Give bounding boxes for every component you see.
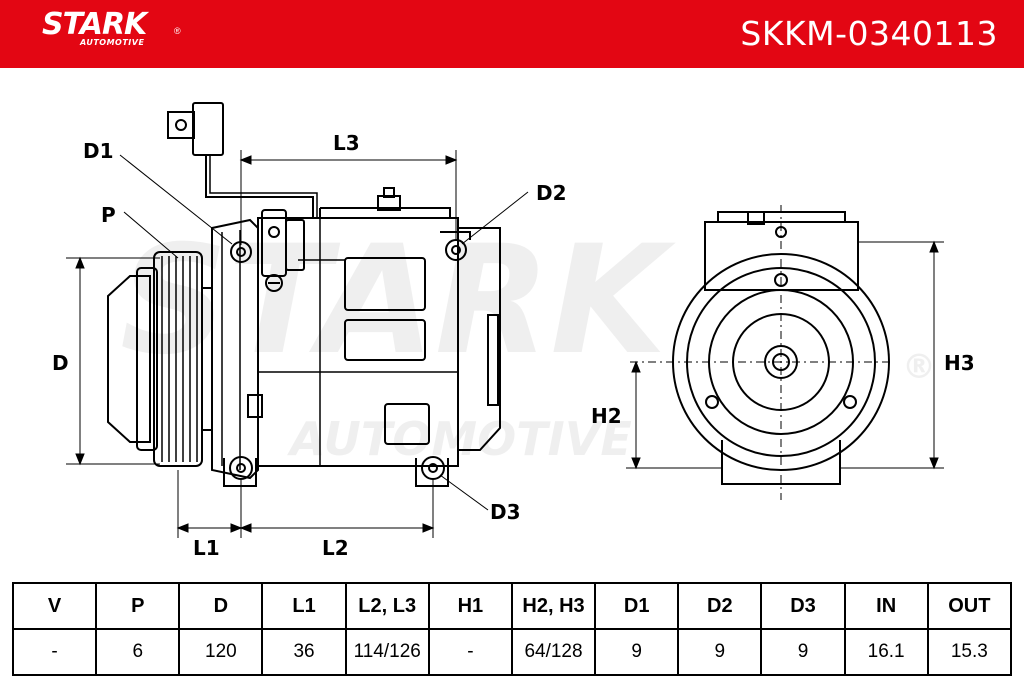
label-d2: D2 [536,181,567,205]
dimension-lines [66,150,944,538]
compressor-side-view [107,102,501,487]
value-cell: 9 [760,628,846,676]
connector-cable [205,155,314,218]
mount-hole-d3 [421,456,445,480]
header-cell: OUT [926,582,1013,630]
label-p: P [101,203,116,227]
body-panel-top [344,257,426,311]
value-cell: 16.1 [843,628,929,676]
header-cell: L2, L3 [344,582,430,630]
connector-hole [175,119,187,131]
label-d: D [52,351,69,375]
body-panel-bottom [384,403,430,445]
body-top-rail [320,207,451,218]
label-h2: H2 [591,404,622,428]
dimension-labels: D1 P D L3 D2 D3 L1 L2 H2 H3 [52,131,975,560]
header-cell: D [178,582,264,630]
header-cell: H2, H3 [510,582,597,630]
registered-mark: ® [174,26,181,36]
value-cell: 114/126 [344,628,430,676]
value-cell: 120 [178,628,264,676]
front-bottom-mount [721,440,841,485]
header-cell: IN [843,582,929,630]
label-d3: D3 [490,500,521,524]
value-cell: - [427,628,513,676]
watermark-mark: ® [902,347,936,387]
front-housing [211,218,259,480]
spec-value-row: - 6 120 36 114/126 - 64/128 9 9 9 16.1 1… [11,628,1013,676]
valve-screw [265,274,283,292]
watermark: STARK AUTOMOTIVE ® [120,214,936,466]
clutch-plate [107,275,151,443]
watermark-main: STARK [120,214,676,388]
header-cell: D1 [594,582,680,630]
connector-plug [192,102,224,156]
brand-logo: STARK AUTOMOTIVE ® [42,7,181,48]
front-top-housing [704,221,859,291]
part-number: SKKM-0340113 [740,14,998,53]
header-bar: STARK AUTOMOTIVE ® SKKM-0340113 [0,0,1024,68]
brand-tagline: AUTOMOTIVE [80,38,145,47]
label-l1: L1 [193,536,220,560]
label-l2: L2 [322,536,349,560]
rear-cover [457,227,501,451]
value-cell: 36 [261,628,347,676]
brand-name: STARK [42,7,147,42]
spec-table: V P D L1 L2, L3 H1 H2, H3 D1 D2 D3 IN OU… [11,582,1013,676]
header-cell: D3 [760,582,846,630]
technical-drawing: STARK AUTOMOTIVE ® [52,102,975,560]
header-cell: H1 [427,582,513,630]
value-cell: 9 [594,628,680,676]
spec-header-row: V P D L1 L2, L3 H1 H2, H3 D1 D2 D3 IN OU… [11,582,1013,630]
value-cell: 9 [677,628,763,676]
mount-hole-bottom-front [229,456,253,480]
value-cell: - [11,628,98,676]
header-cell: P [95,582,181,630]
value-cell: 6 [95,628,181,676]
label-l3: L3 [333,131,360,155]
header-cell: D2 [677,582,763,630]
clutch-hub [136,267,158,451]
value-cell: 64/128 [510,628,597,676]
label-d1: D1 [83,139,114,163]
pulley-grooves [161,256,198,462]
value-cell: 15.3 [926,628,1013,676]
header-cell: V [11,582,98,630]
header-cell: L1 [261,582,347,630]
label-h3: H3 [944,351,975,375]
centerlines [630,205,890,500]
watermark-sub: AUTOMOTIVE [287,412,632,466]
connector-tab [167,111,195,139]
